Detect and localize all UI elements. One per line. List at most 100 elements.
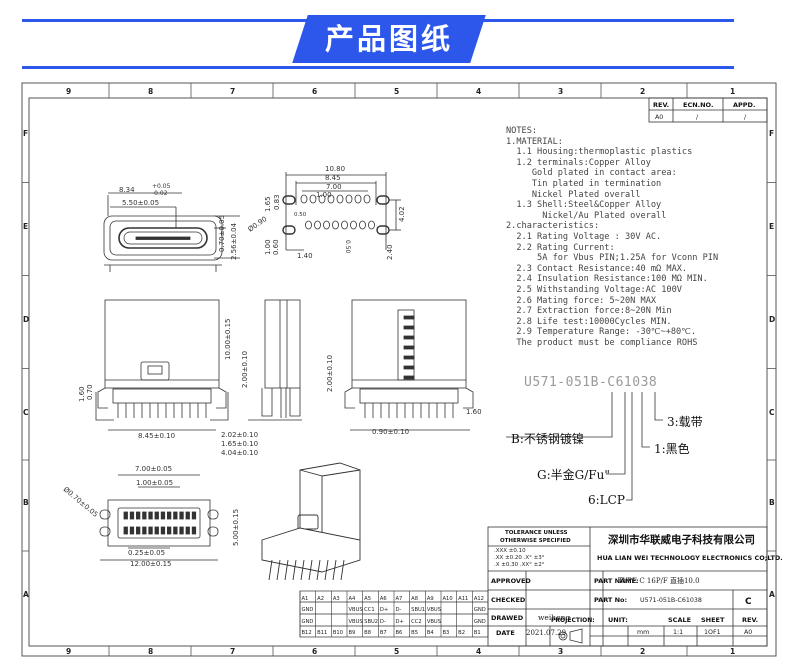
dim-1-00: 1.00 bbox=[316, 191, 332, 199]
footprint-pad bbox=[305, 220, 312, 230]
bottom-pin bbox=[142, 526, 147, 535]
zone-row-label: C bbox=[769, 408, 775, 417]
title-block-text: TOLERANCE UNLESS OTHERWISE SPECIFIED .XX… bbox=[491, 530, 783, 637]
callout-gold: G:半金G/Fu" bbox=[537, 468, 610, 482]
dim-2-56: 2.56±0.04 bbox=[230, 222, 238, 260]
date-value: 2021.07.29 bbox=[526, 629, 566, 637]
zone-row-label: D bbox=[23, 315, 29, 324]
zone-col-label: 7 bbox=[230, 87, 235, 96]
iso-lead bbox=[324, 559, 329, 581]
zone-col-label: 1 bbox=[730, 647, 735, 656]
pin-cell: B8 bbox=[364, 630, 371, 636]
zone-row-label: A bbox=[23, 590, 29, 599]
zone-col-label: 8 bbox=[148, 647, 153, 656]
pin-cell: VBUS bbox=[427, 607, 441, 613]
pin-cell: D+ bbox=[396, 619, 404, 625]
pin-cell: A7 bbox=[396, 596, 403, 602]
bottom-pin bbox=[129, 526, 135, 535]
dim-8-45b: 8.45±0.10 bbox=[138, 432, 175, 440]
bottom-pin bbox=[160, 511, 166, 520]
part-no: U571-051B-C61038 bbox=[640, 597, 702, 604]
note-line: Nickel Plated overall bbox=[506, 189, 641, 200]
bottom-pin bbox=[129, 511, 135, 520]
zone-col-label: 8 bbox=[148, 87, 153, 96]
note-line: 2.6 Mating force: 5~20N MAX bbox=[506, 295, 657, 306]
footprint-pad bbox=[359, 220, 366, 230]
zone-col-label: 3 bbox=[558, 87, 563, 96]
iso-lead bbox=[268, 559, 273, 581]
bottom-pin bbox=[160, 526, 166, 535]
zone-col-label: 7 bbox=[230, 647, 235, 656]
sheet-value: 1OF1 bbox=[704, 629, 721, 636]
dim-1-65b: 1.65±0.10 bbox=[221, 440, 258, 448]
revision-table: REV. ECN.NO. APPD. A0 / / bbox=[648, 97, 768, 123]
drawed-label: DRAWED bbox=[491, 614, 524, 622]
dim-0-83: 0.83 bbox=[273, 194, 281, 210]
dim-1-60b: 1.60 bbox=[466, 408, 482, 416]
pin-cell: GND bbox=[302, 607, 314, 613]
contact bbox=[403, 315, 415, 320]
footprint-pad bbox=[368, 220, 375, 230]
date-label: DATE bbox=[496, 629, 515, 637]
zone-row-label: B bbox=[23, 498, 29, 507]
zone-col-label: 9 bbox=[66, 87, 71, 96]
part-no-label: PART No: bbox=[594, 596, 627, 604]
footprint-pad bbox=[354, 194, 362, 204]
dim-0-60: 0.60 bbox=[272, 239, 280, 255]
pin-cell: D- bbox=[396, 607, 402, 613]
footprint-pad bbox=[300, 194, 308, 204]
dim-0-50: 0.50 bbox=[294, 212, 307, 218]
title-block bbox=[487, 526, 768, 647]
footprint-pad bbox=[363, 194, 371, 204]
footprint-pad bbox=[332, 220, 339, 230]
tol-line-3: .X ±0.30 .XX° ±2° bbox=[494, 562, 545, 568]
rev-v-appd: / bbox=[744, 114, 747, 121]
note-line: 5A for Vbus PIN;1.25A for Vconn PIN bbox=[506, 253, 719, 264]
bottom-pin bbox=[135, 511, 141, 520]
dim-12-00: 12.00±0.15 bbox=[130, 560, 172, 568]
footprint-pad bbox=[318, 194, 326, 204]
dim-10-00: 10.00±0.15 bbox=[224, 319, 232, 361]
part-name-label: PART NAME: bbox=[594, 577, 639, 585]
bottom-pin bbox=[166, 526, 172, 535]
note-line: 2.2 Rating Current: bbox=[506, 242, 615, 253]
note-line: Nickel/Au Plated overall bbox=[506, 210, 667, 221]
footprint-pad bbox=[314, 220, 321, 230]
callout-tape: 3:载带 bbox=[667, 415, 703, 429]
isometric-view bbox=[261, 462, 361, 581]
rev-v-ecn: / bbox=[696, 114, 699, 121]
pin-cell: D+ bbox=[380, 607, 388, 613]
zone-col-label: 4 bbox=[476, 87, 481, 96]
notes-block: NOTES:1.MATERIAL: 1.1 Housing:thermoplas… bbox=[506, 126, 718, 348]
zone-col-label: 9 bbox=[66, 647, 71, 656]
bottom-view bbox=[99, 474, 219, 561]
footprint-pad bbox=[327, 194, 335, 204]
contact bbox=[403, 345, 415, 350]
bottom-pin bbox=[185, 526, 190, 535]
pin-cell: D- bbox=[380, 619, 386, 625]
bottom-pin bbox=[154, 526, 159, 535]
zone-col-label: 6 bbox=[312, 87, 317, 96]
bottom-pin bbox=[173, 526, 178, 535]
note-line: 2.characteristics: bbox=[506, 221, 600, 232]
bottom-pin bbox=[148, 526, 153, 535]
iso-lead bbox=[332, 559, 337, 581]
company-en: HUA LIAN WEI TECHNOLOGY ELECTRONICS CO;L… bbox=[597, 554, 783, 562]
note-line: 2.8 Life test:10000Cycles MIN. bbox=[506, 316, 672, 327]
zone-col-label: 2 bbox=[640, 647, 645, 656]
contact bbox=[403, 365, 415, 370]
note-line: 1.MATERIAL: bbox=[506, 136, 563, 147]
header-banner: 产品图纸 bbox=[0, 0, 790, 75]
bottom-pin bbox=[123, 511, 128, 520]
dim-0-70: 0.70±0.05 bbox=[218, 215, 226, 252]
part-rev: C bbox=[745, 597, 752, 607]
drawer-name: weihong bbox=[538, 613, 570, 622]
note-line: 2.3 Contact Resistance:40 mΩ MAX. bbox=[506, 263, 688, 274]
contact bbox=[403, 325, 415, 330]
iso-lead bbox=[284, 559, 289, 581]
note-line: 2.7 Extraction force:8~20N Min bbox=[506, 306, 672, 317]
pin-cell: A1 bbox=[302, 596, 309, 602]
rev-h-appd: APPD. bbox=[733, 101, 755, 109]
